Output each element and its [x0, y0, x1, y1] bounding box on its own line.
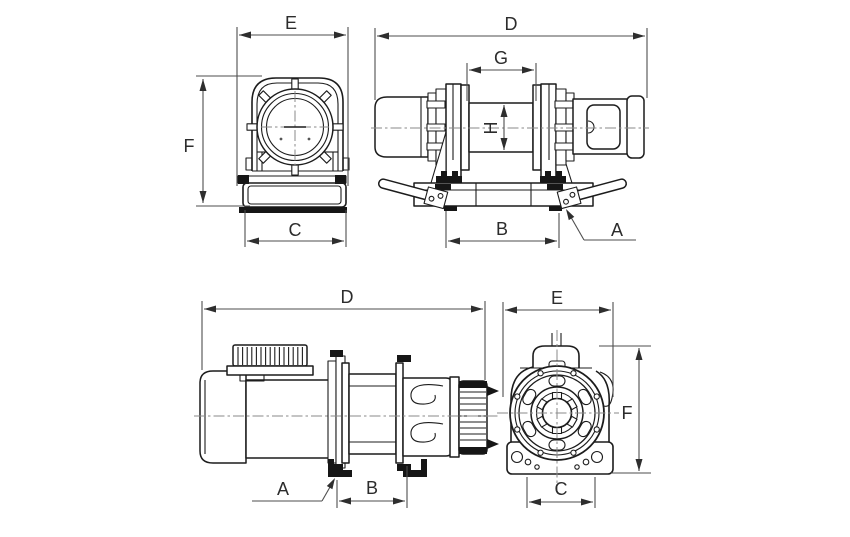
- view-side-bottom: D A B: [194, 287, 500, 508]
- dimension-D-top: D: [201, 287, 486, 380]
- dim-label-a: A: [611, 220, 623, 240]
- dimension-C-bottom: C: [526, 477, 596, 508]
- dim-label-b: B: [496, 219, 508, 239]
- dimension-C-bottom: C: [244, 210, 347, 247]
- drum-assembly-bottom: [341, 355, 411, 471]
- drum-flange-circle: [246, 78, 344, 176]
- leader-A: A: [566, 209, 636, 241]
- dim-label-b: B: [366, 478, 378, 498]
- dimension-E-top: E: [502, 288, 614, 397]
- rope-drum-left-cylinder: [374, 96, 429, 158]
- mounting-feet: [328, 459, 427, 477]
- anchor-lever-left: [378, 178, 449, 210]
- dimension-D-top: D: [374, 14, 648, 100]
- dim-label-e: E: [551, 288, 563, 308]
- view-side-top: D G H B A: [371, 14, 649, 248]
- dim-label-f: F: [622, 403, 633, 423]
- dim-label-c: C: [289, 220, 302, 240]
- dim-label-a: A: [277, 479, 289, 499]
- base-assembly: [237, 175, 347, 213]
- motor-housing: [572, 95, 645, 159]
- clutch-housing: [402, 376, 460, 458]
- dim-label-e: E: [285, 13, 297, 33]
- view-front-bottom: E F C: [497, 288, 651, 508]
- dimension-F-left: F: [184, 75, 262, 207]
- dim-label-f: F: [184, 136, 195, 156]
- dimension-H-drum-core: H: [481, 105, 508, 150]
- motor-end-cap: [199, 370, 247, 464]
- dim-label-g: G: [494, 48, 508, 68]
- dimension-E-top: E: [236, 13, 349, 186]
- dimension-B-bottom: B: [336, 466, 408, 508]
- dimension-F-right: F: [599, 345, 651, 474]
- leader-A: A: [252, 478, 335, 502]
- view-front-top: E F C: [184, 13, 350, 247]
- dim-label-c: C: [555, 479, 568, 499]
- anchor-lever-right: [556, 178, 627, 210]
- base-plate: [413, 171, 594, 211]
- motor-body: [245, 379, 331, 459]
- right-flange-stack: [554, 88, 575, 166]
- dim-label-d: D: [341, 287, 354, 307]
- dim-label-h: H: [481, 122, 501, 135]
- dimension-B-bottom: B: [445, 211, 560, 248]
- dimension-G-drum: G: [466, 48, 537, 101]
- base-bolt-holes: [510, 450, 604, 470]
- finned-brake-box: [226, 344, 314, 382]
- dim-label-d: D: [505, 14, 518, 34]
- ribbed-clutch-drum: [458, 380, 499, 455]
